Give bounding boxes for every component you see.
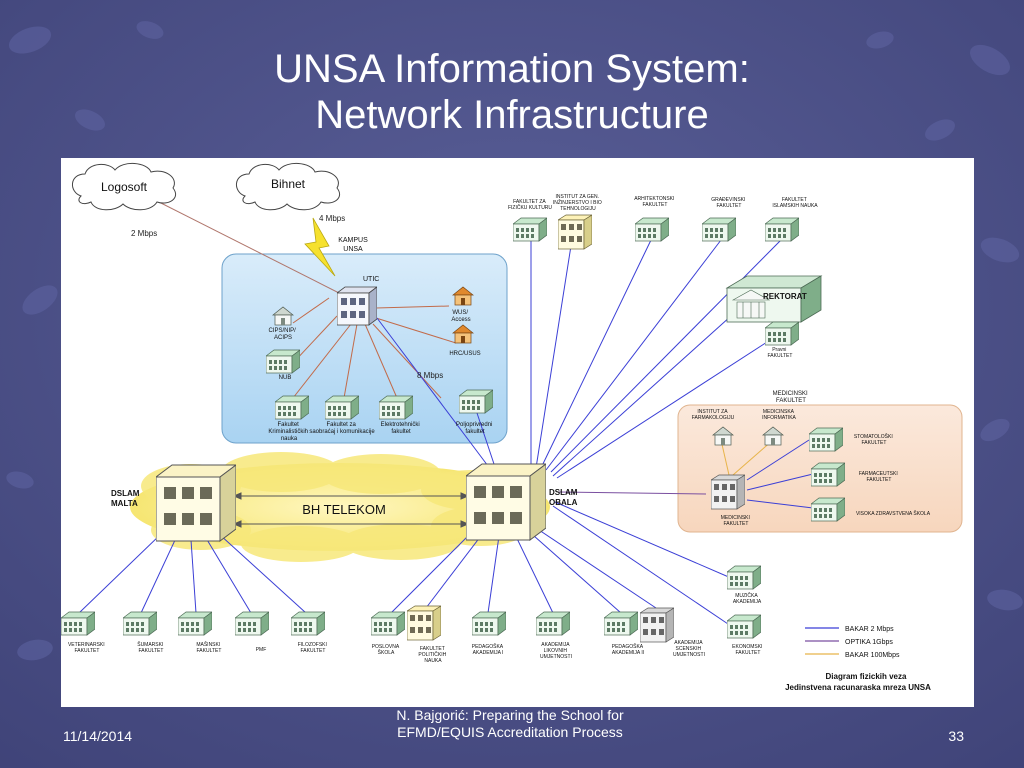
zdravstvena-label: VISOKA ZDRAVSTVENA ŠKOLA <box>856 510 931 517</box>
poljoprivredni-label: Poljoprivredni fakultet <box>456 422 494 435</box>
islamske-building <box>765 217 799 242</box>
pedagoska2-building <box>604 611 638 636</box>
genetika-label: INSTITUT ZA GEN. INŽINJERSTVO I BIO TEHN… <box>553 194 603 212</box>
kriminal-label: Fakultet Kriminalističkih nauka <box>268 422 309 442</box>
kampus-label-2: UNSA <box>343 246 363 253</box>
likovne-label: AKADEMIJA LIKOVNIH UMJETNOSTI <box>540 642 572 660</box>
lightning-bolt <box>304 217 336 277</box>
islamske-label: FAKULTET ISLAMSKIH NAUKA <box>772 197 818 209</box>
scenske-label: AKADEMIJA SCENSKIH UMJETNOSTI <box>673 640 705 658</box>
speed-campus: 8 Mbps <box>417 371 443 380</box>
stomatologija-label: STOMATOLOŠKI FAKULTET <box>854 433 894 446</box>
page-number: 33 <box>948 728 964 744</box>
footer-line-1: N. Bajgorić: Preparing the School for <box>396 707 624 723</box>
wus-label: WUS/ Access <box>451 310 470 323</box>
ekonomski-label: EKONOMSKI FAKULTET <box>732 644 764 656</box>
pedagoska1-label: PEDAGOŠKA AKADEMIJA I <box>472 643 505 656</box>
poslovna-building <box>371 611 405 636</box>
sumarski-building <box>123 611 157 636</box>
legend-bakar2-label: BAKAR 2 Mbps <box>845 626 894 633</box>
elektro-building <box>379 395 413 420</box>
title-line-1: UNSA Information System: <box>274 47 750 91</box>
saobracaj-building <box>325 395 359 420</box>
dslam-malta-label: DSLAM MALTA <box>111 489 142 508</box>
speed-logosoft: 2 Mbps <box>131 229 157 238</box>
cloud-logosoft: Logosoft <box>72 163 177 211</box>
elektro-label: Elektrotehnički fakultet <box>381 422 422 435</box>
stomatologija-building <box>809 427 843 452</box>
masinski-label: MAŠINSKI FAKULTET <box>196 641 221 654</box>
footer-presentation-title: N. Bajgorić: Preparing the School for EF… <box>330 707 690 741</box>
farmacija-label: FARMACEUTSKI FAKULTET <box>859 471 899 483</box>
cloud-logosoft-label: Logosoft <box>101 180 148 194</box>
rektorat-building <box>725 275 823 323</box>
poslovna-label: POSLOVNA ŠKOLA <box>372 644 401 656</box>
legend: BAKAR 2 Mbps OPTIKA 1Gbps BAKAR 100Mbps … <box>785 626 931 692</box>
cloud-bihnet-label: Bihnet <box>271 177 306 191</box>
dslam-malta-building <box>156 464 236 542</box>
legend-caption-2: Jedinstvena racunaraska mreza UNSA <box>785 683 931 692</box>
telekom-arrows <box>232 492 470 528</box>
gradjevina-building <box>702 217 736 242</box>
link-lines <box>78 197 814 627</box>
pravni-building <box>765 321 799 346</box>
saobracaj-label: Fakultet za saobraćaj i komunikacije <box>309 422 375 435</box>
medicinski-label: MEDICINSKI FAKULTET <box>721 515 752 527</box>
informatika-label: MEDICINSKA INFORMATIKA <box>762 409 796 421</box>
pravni-label: Pravni FAKULTET <box>768 347 793 359</box>
nub-label: NUB <box>279 375 292 381</box>
dslam-obala-building <box>466 463 546 541</box>
cloud-bihnet: Bihnet <box>236 163 341 211</box>
network-diagram: Logosoft Bihnet 2 Mbps 4 Mbps 8 Mbps KAM… <box>61 158 974 707</box>
medicinski-zone-title: MEDICINSKI FAKULTET <box>773 391 810 404</box>
fsk-building <box>513 217 547 242</box>
muzicka-building <box>727 565 761 590</box>
legend-optika-label: OPTIKA 1Gbps <box>845 639 893 646</box>
slide-title: UNSA Information System: Network Infrast… <box>0 46 1024 138</box>
filozofski-label: FILOZOFSKI FAKULTET <box>298 642 329 654</box>
gradjevina-label: GRAĐEVINSKI FAKULTET <box>711 197 747 209</box>
farmakologija-label: INSTITUT ZA FARMAKOLOGIJU <box>692 409 735 421</box>
bh-telekom-label: BH TELEKOM <box>302 502 386 517</box>
legend-bakar100-label: BAKAR 100Mbps <box>845 652 900 659</box>
fsk-label: FAKULTET ZA FIZIČKU KULTURU <box>508 199 552 211</box>
pedagoska2-label: PEDAGOŠKA AKADEMIJA II <box>612 643 645 656</box>
footer-line-2: EFMD/EQUIS Accreditation Process <box>397 724 623 740</box>
pedagoska1-building <box>472 611 506 636</box>
farmacija-building <box>811 462 845 487</box>
masinski-building <box>178 611 212 636</box>
kampus-label-1: KAMPUS <box>338 237 368 244</box>
arhitektura-label: ARHITEKTONSKI FAKULTET <box>634 196 676 208</box>
likovne-building <box>536 611 570 636</box>
veterinarski-label: VETERINARSKI FAKULTET <box>68 642 106 654</box>
genetika-building <box>558 214 592 250</box>
title-line-2: Network Infrastructure <box>315 93 709 137</box>
poljoprivredni-building <box>459 389 493 414</box>
filozofski-building <box>291 611 325 636</box>
kriminal-building <box>275 395 309 420</box>
speed-bihnet: 4 Mbps <box>319 214 345 223</box>
medicinski-building <box>711 474 745 510</box>
dslam-obala-label: DSLAM OBALA <box>549 488 580 507</box>
zdravstvena-building <box>811 497 845 522</box>
footer-date: 11/14/2014 <box>63 728 133 744</box>
utic-label: UTIC <box>363 276 379 283</box>
pmf-label: PMF <box>256 647 267 653</box>
scenske-building <box>640 607 674 643</box>
politicke-label: FAKULTET POLITIČKIH NAUKA <box>418 646 447 664</box>
nub-building <box>266 349 300 374</box>
utic-building <box>337 286 377 326</box>
cips-label: CIPS/NIP/ ACIPS <box>268 328 297 341</box>
veterinarski-building <box>61 611 95 636</box>
politicke-building <box>407 605 441 641</box>
pmf-building <box>235 611 269 636</box>
hrc-label: HRC/USUS <box>449 351 480 357</box>
sumarski-label: ŠUMARSKI FAKULTET <box>137 641 165 654</box>
ekonomski-building <box>727 614 761 639</box>
arhitektura-building <box>635 217 669 242</box>
legend-caption-1: Diagram fizickih veza <box>826 672 907 681</box>
muzicka-label: MUZIČKA AKADEMIJA <box>733 592 762 605</box>
rektorat-label: REKTORAT <box>763 292 807 301</box>
